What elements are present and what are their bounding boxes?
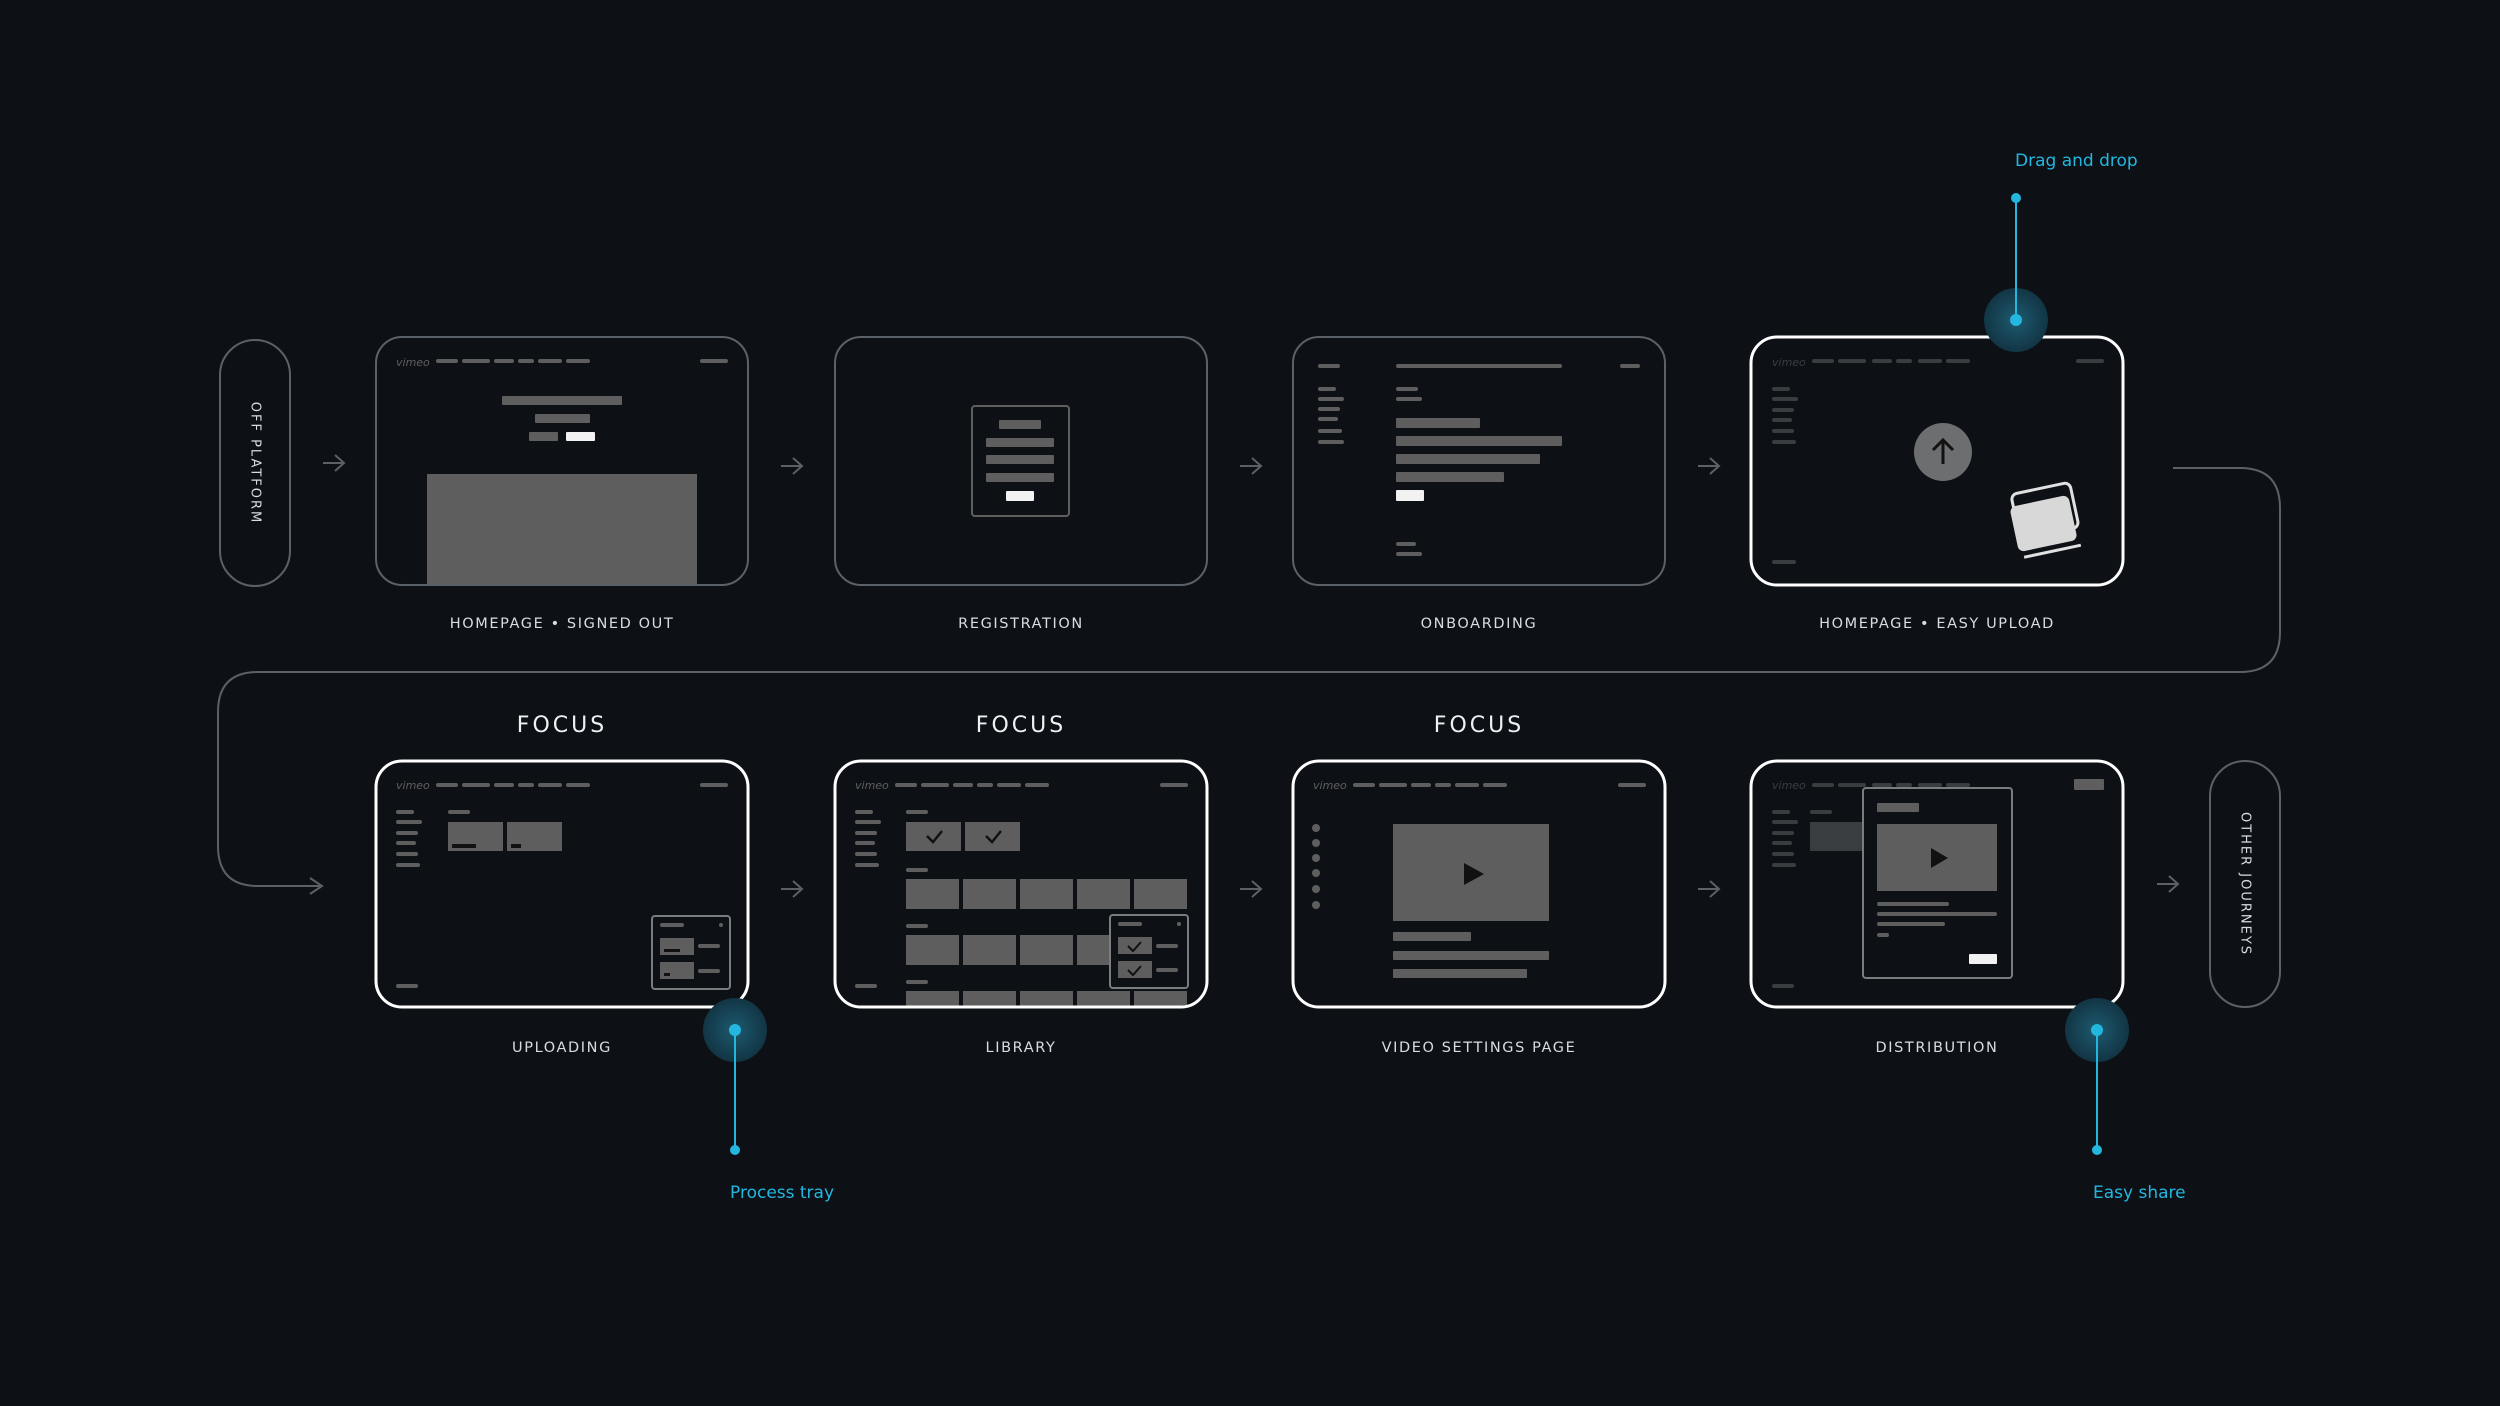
focus-heading: FOCUS [516, 713, 608, 738]
screen-video-settings: vimeo [1291, 759, 1667, 1009]
screen-uploading: vimeo [374, 759, 750, 1009]
other-journeys-label: OTHER JOURNEYS [2237, 811, 2253, 957]
arrow-icon [323, 454, 346, 472]
annotation-process-tray: Process tray [730, 1183, 835, 1203]
arrow-icon [1698, 880, 1721, 898]
connector-arrowhead [309, 877, 324, 895]
logo: vimeo [1772, 779, 1806, 792]
files-icon [2010, 481, 2082, 559]
easy-share-marker [2065, 998, 2129, 1155]
arrow-icon [2157, 875, 2180, 893]
off-platform-node: OFF PLATFORM [219, 339, 291, 587]
screen-label: HOMEPAGE • EASY UPLOAD [1819, 616, 2055, 632]
screen-homepage-easy-upload: vimeo [1749, 335, 2125, 587]
row-connector [217, 467, 2281, 887]
arrow-icon [781, 880, 804, 898]
logo: vimeo [1772, 356, 1806, 369]
upload-icon [1914, 423, 1972, 481]
screen-label: LIBRARY [985, 1040, 1057, 1056]
screen-distribution: vimeo [1749, 759, 2125, 1009]
drag-and-drop-marker [1984, 193, 2048, 352]
screen-library: vimeo [833, 759, 1209, 1009]
screen-label: HOMEPAGE • SIGNED OUT [449, 616, 675, 632]
other-journeys-node: OTHER JOURNEYS [2209, 760, 2281, 1008]
focus-heading: FOCUS [975, 713, 1067, 738]
screen-label: DISTRIBUTION [1875, 1040, 1999, 1056]
selection-tray [1109, 914, 1189, 989]
logo: vimeo [855, 779, 889, 792]
screen-onboarding [1292, 336, 1666, 586]
check-icon [926, 830, 943, 844]
focus-heading: FOCUS [1433, 713, 1525, 738]
logo: vimeo [396, 356, 430, 369]
arrow-icon [1698, 457, 1721, 475]
off-platform-label: OFF PLATFORM [247, 401, 263, 525]
screen-label: UPLOADING [512, 1040, 612, 1056]
share-modal [1862, 787, 2013, 979]
check-icon [985, 830, 1002, 844]
logo: vimeo [1313, 779, 1347, 792]
screen-homepage-signed-out: vimeo [375, 336, 749, 586]
process-tray-marker [703, 998, 767, 1155]
screen-label: VIDEO SETTINGS PAGE [1381, 1040, 1577, 1056]
play-icon [1464, 863, 1484, 885]
annotation-drag-and-drop: Drag and drop [2015, 151, 2138, 171]
arrow-icon [781, 457, 804, 475]
logo: vimeo [396, 779, 430, 792]
process-tray [651, 915, 731, 990]
annotation-easy-share: Easy share [2093, 1183, 2186, 1203]
arrow-icon [1240, 880, 1263, 898]
screen-registration [834, 336, 1208, 586]
play-icon [1931, 848, 1948, 868]
screen-label: ONBOARDING [1420, 616, 1538, 632]
arrow-icon [1240, 457, 1263, 475]
screen-label: REGISTRATION [958, 616, 1084, 632]
